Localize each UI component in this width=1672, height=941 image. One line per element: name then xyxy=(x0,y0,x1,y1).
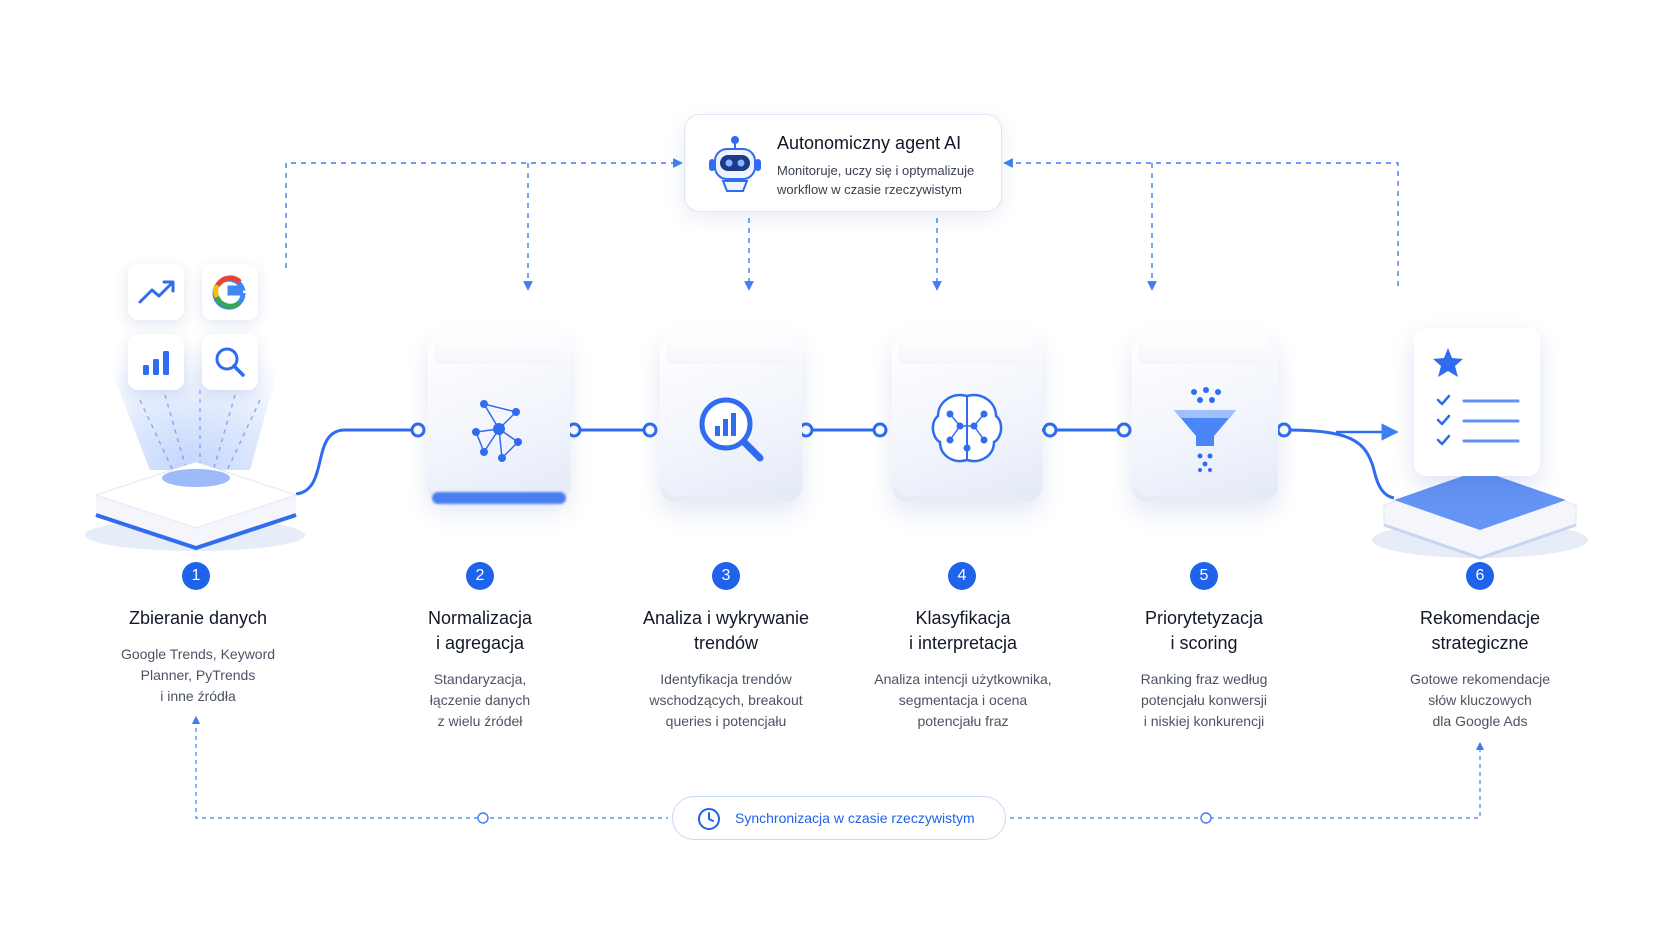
cube-top xyxy=(434,334,564,364)
step-description-line: potencjału konwersji xyxy=(1140,692,1268,708)
step-number-badge: 3 xyxy=(712,562,740,590)
sync-loop-nodes xyxy=(477,812,1212,824)
star-checklist-icon xyxy=(1414,328,1540,476)
search-icon xyxy=(215,347,245,377)
magnifier-chart-icon xyxy=(699,397,764,462)
step-title: Klasyfikacja i interpretacja xyxy=(853,606,1073,656)
step-number-badge: 6 xyxy=(1466,562,1494,590)
step-description: Ranking fraz według potencjału konwersji… xyxy=(1094,669,1314,732)
agent-description-line: Monitoruje, uczy się i optymalizuje xyxy=(777,163,975,178)
step-number-badge: 2 xyxy=(466,562,494,590)
step-description-line: Google Trends, Keyword xyxy=(120,646,276,662)
sync-label: Synchronizacja w czasie rzeczywistym xyxy=(735,810,975,826)
source-tile-google xyxy=(202,264,258,320)
funnel-icon xyxy=(1174,387,1236,472)
step-2-block xyxy=(428,334,570,504)
step-description-line: Standaryzacja, xyxy=(433,671,527,687)
step-description: Analiza intencji użytkownika, segmentacj… xyxy=(853,669,1073,732)
step-description-line: wschodzących, breakout xyxy=(649,692,803,708)
agent-dashed-connectors xyxy=(285,158,1399,291)
step-4-block xyxy=(892,334,1042,502)
step-title: Analiza i wykrywanie trendów xyxy=(616,606,836,656)
checklist-graphic xyxy=(1433,348,1520,446)
source-tile-chart xyxy=(128,334,184,390)
sync-status-pill: Synchronizacja w czasie rzeczywistym xyxy=(672,796,1006,840)
recommendation-platform xyxy=(1372,470,1588,560)
agent-description-line: workflow w czasie rzeczywistym xyxy=(777,182,962,197)
source-beam-glow xyxy=(80,290,300,470)
robot-icon xyxy=(709,136,761,192)
step-3-block xyxy=(660,334,802,502)
step-title-line: Klasyfikacja xyxy=(915,608,1011,628)
step-description-line: Gotowe rekomendacje xyxy=(1409,671,1551,687)
step-description-line: segmentacja i ocena xyxy=(898,692,1028,708)
cube-top xyxy=(1138,334,1272,364)
step-number-badge: 5 xyxy=(1190,562,1218,590)
step-title-line: i scoring xyxy=(1170,633,1238,653)
cube-glow xyxy=(432,492,566,504)
step-number-badge: 4 xyxy=(948,562,976,590)
step-description-line: łączenie danych xyxy=(429,692,531,708)
step-description-line: potencjału fraz xyxy=(917,713,1009,729)
step-description: Standaryzacja, łączenie danych z wielu ź… xyxy=(370,669,590,732)
step-description-line: i inne źródła xyxy=(160,688,236,704)
source-tile-search xyxy=(202,334,258,390)
step-description-line: queries i potencjału xyxy=(665,713,787,729)
step-title-line: Zbieranie danych xyxy=(128,608,268,628)
step-description-line: z wielu źródeł xyxy=(437,713,523,729)
step-title: Zbieranie danych xyxy=(88,606,308,631)
step-description: Google Trends, Keyword Planner, PyTrends… xyxy=(88,644,308,707)
step-title-line: trendów xyxy=(693,633,759,653)
ai-agent-card: Autonomiczny agent AI Monitoruje, uczy s… xyxy=(684,114,1002,212)
cube-top xyxy=(898,334,1036,364)
step-title-line: Rekomendacje xyxy=(1419,608,1541,628)
agent-description: Monitoruje, uczy się i optymalizuje work… xyxy=(777,161,992,199)
step-description-line: Planner, PyTrends xyxy=(140,667,256,683)
google-logo-icon xyxy=(212,275,246,310)
data-sources-platform-icon xyxy=(85,461,305,551)
brain-network-icon xyxy=(931,393,1003,463)
network-graph-icon xyxy=(472,400,522,462)
clock-icon xyxy=(698,808,720,830)
step-title-line: i agregacja xyxy=(435,633,525,653)
trend-arrow-icon xyxy=(138,280,175,304)
step-title-line: strategiczne xyxy=(1431,633,1529,653)
bar-chart-icon xyxy=(143,351,169,375)
step-description-line: i niskiej konkurencji xyxy=(1143,713,1265,729)
step-description-line: Identyfikacja trendów xyxy=(660,671,792,687)
step-5-block xyxy=(1132,334,1278,502)
step-title: Priorytetyzacja i scoring xyxy=(1094,606,1314,656)
step-description-line: dla Google Ads xyxy=(1432,713,1528,729)
step-title: Rekomendacje strategiczne xyxy=(1370,606,1590,656)
cube-top xyxy=(666,334,796,364)
flow-nodes xyxy=(410,422,1292,438)
step-title: Normalizacja i agregacja xyxy=(370,606,590,656)
step-description: Gotowe rekomendacje słów kluczowych dla … xyxy=(1370,669,1590,732)
source-tile-trends xyxy=(128,264,184,320)
step-title-line: Normalizacja xyxy=(427,608,533,628)
agent-title: Autonomiczny agent AI xyxy=(777,133,962,153)
step-title-line: i interpretacja xyxy=(908,633,1018,653)
step-number-badge: 1 xyxy=(182,562,210,590)
step-description-line: Analiza intencji użytkownika, xyxy=(874,671,1052,687)
sync-loop-connector xyxy=(191,715,1485,819)
step-description-line: słów kluczowych xyxy=(1428,692,1532,708)
step-title-line: Priorytetyzacja xyxy=(1144,608,1264,628)
step-description-line: Ranking fraz według xyxy=(1140,671,1268,687)
step-description: Identyfikacja trendów wschodzących, brea… xyxy=(616,669,836,732)
step-title-line: Analiza i wykrywanie xyxy=(642,608,810,628)
